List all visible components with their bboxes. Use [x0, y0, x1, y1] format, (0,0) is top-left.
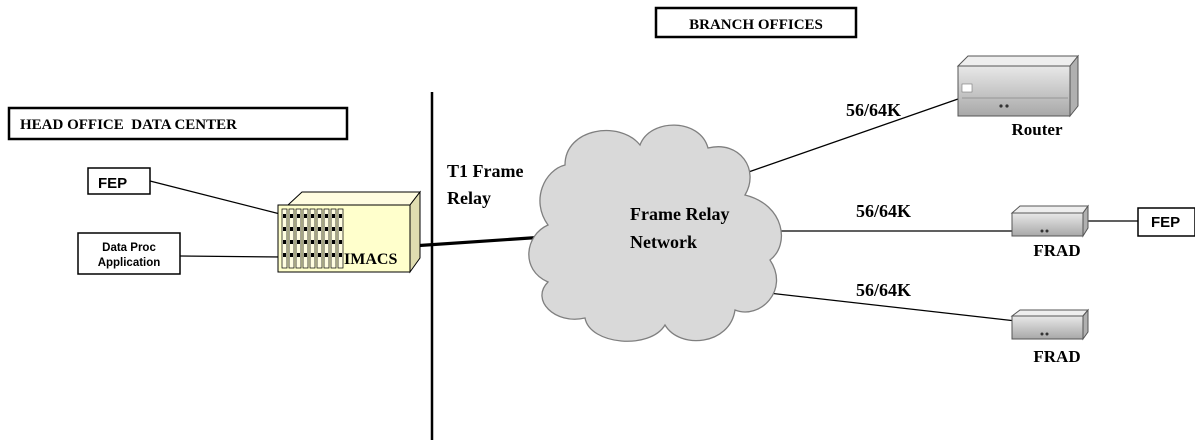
imacs-card-led — [318, 214, 321, 218]
imacs-card-led — [290, 253, 293, 257]
imacs-card-led — [311, 227, 314, 231]
imacs-card-led — [325, 253, 328, 257]
router-device-icon — [956, 54, 1080, 118]
speed-label-frad2: 56/64K — [856, 280, 911, 300]
data-proc-label-line2: Application — [98, 257, 161, 269]
imacs-card-led — [332, 240, 335, 244]
imacs-card-led — [311, 240, 314, 244]
frad-device-1-icon — [1010, 204, 1089, 238]
imacs-card-led — [339, 253, 342, 257]
imacs-card-led — [283, 214, 286, 218]
fep-right-box — [1137, 207, 1195, 237]
head-office-label: HEAD OFFICE DATA CENTER — [20, 117, 237, 133]
branch-offices-box — [654, 6, 858, 39]
imacs-card-slot — [330, 208, 337, 269]
imacs-card-led — [283, 240, 286, 244]
head-office-box — [7, 106, 349, 141]
imacs-card-led — [325, 240, 328, 244]
imacs-card-led — [304, 227, 307, 231]
imacs-card-led — [283, 253, 286, 257]
imacs-card-led — [332, 253, 335, 257]
imacs-card-led — [304, 240, 307, 244]
imacs-card-led — [297, 214, 300, 218]
imacs-card-led — [283, 227, 286, 231]
speed-label-router: 56/64K — [846, 100, 901, 120]
data-proc-box — [77, 232, 181, 275]
imacs-card-led — [290, 240, 293, 244]
t1-frame-relay-label-line1: T1 Frame — [447, 161, 523, 181]
imacs-card-slot — [288, 208, 295, 269]
imacs-card-slot — [309, 208, 316, 269]
imacs-card-led — [325, 227, 328, 231]
frad-1-label: FRAD — [1033, 241, 1080, 260]
imacs-card-slot — [281, 208, 288, 269]
imacs-card-led — [339, 227, 342, 231]
imacs-card-led — [290, 227, 293, 231]
imacs-card-slot — [323, 208, 330, 269]
imacs-card-slot — [316, 208, 323, 269]
fep-left-label: FEP — [98, 175, 127, 192]
fep-left-box — [87, 167, 151, 195]
imacs-card-led — [318, 240, 321, 244]
router-label: Router — [1012, 120, 1063, 139]
imacs-card-slot — [302, 208, 309, 269]
imacs-card-led — [311, 253, 314, 257]
frad-device-2-icon — [1010, 308, 1090, 341]
imacs-card-led — [304, 214, 307, 218]
network-label-line2: Network — [630, 232, 697, 252]
frad-2-label: FRAD — [1033, 347, 1080, 366]
imacs-card-led — [339, 240, 342, 244]
imacs-card-led — [297, 227, 300, 231]
fep-to-imacs-link — [149, 180, 289, 217]
t1-frame-relay-link — [411, 235, 546, 248]
cloud-to-router-link — [739, 98, 959, 176]
imacs-card-led — [339, 214, 342, 218]
imacs-card-led — [325, 214, 328, 218]
imacs-device-icon — [277, 190, 422, 274]
imacs-card-led — [332, 214, 335, 218]
dataproc-to-imacs-link — [179, 255, 283, 258]
imacs-card-slot — [295, 208, 302, 269]
cloud-to-frad2-link — [741, 289, 1017, 322]
fep-right-label: FEP — [1151, 214, 1180, 231]
network-label-line1: Frame Relay — [630, 204, 729, 224]
imacs-card-led — [297, 240, 300, 244]
imacs-card-led — [290, 214, 293, 218]
speed-label-frad1: 56/64K — [856, 201, 911, 221]
imacs-card-led — [297, 253, 300, 257]
imacs-card-led — [332, 227, 335, 231]
imacs-card-led — [318, 253, 321, 257]
t1-frame-relay-label-line2: Relay — [447, 188, 491, 208]
imacs-card-slot — [337, 208, 344, 269]
imacs-card-led — [318, 227, 321, 231]
data-proc-label-line1: Data Proc — [102, 242, 156, 254]
branch-offices-label: BRANCH OFFICES — [689, 17, 823, 33]
frame-relay-cloud-icon — [528, 124, 783, 342]
imacs-card-led — [311, 214, 314, 218]
imacs-label: IMACS — [344, 251, 397, 268]
imacs-card-led — [304, 253, 307, 257]
